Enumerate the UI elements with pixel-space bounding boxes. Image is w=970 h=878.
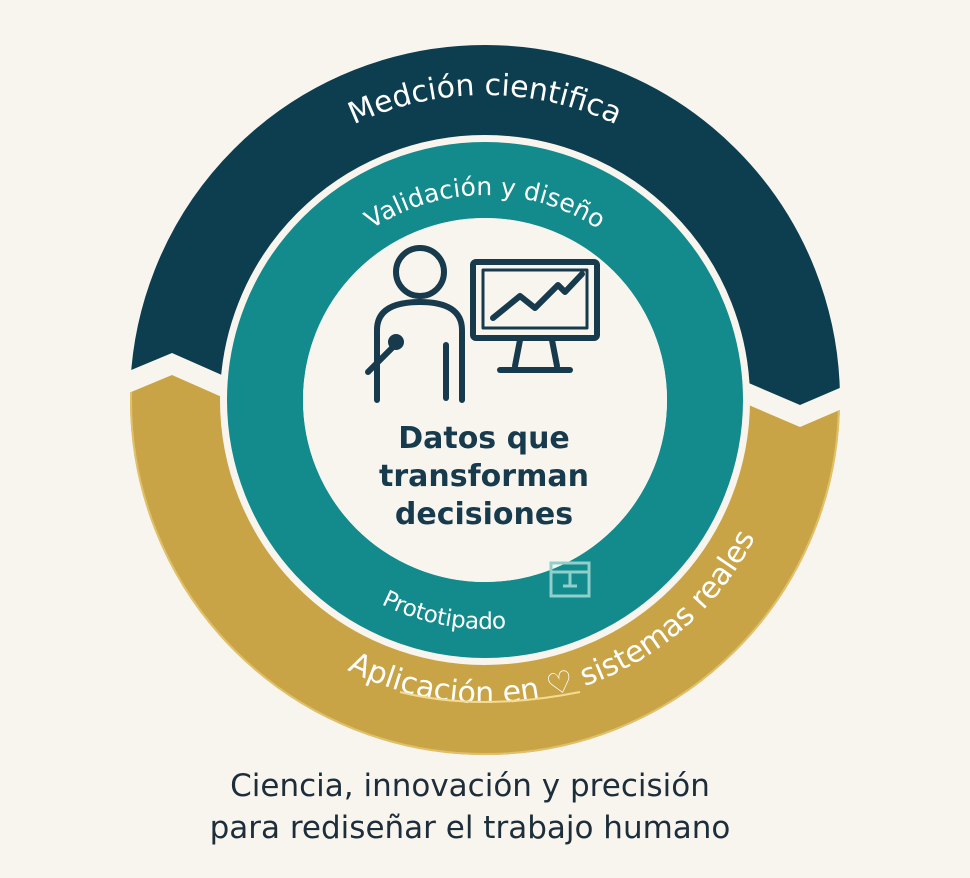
center-line-2: transforman	[379, 459, 589, 494]
center-line-1: Datos que	[398, 421, 570, 456]
caption-line-2: para rediseñar el trabajo humano	[209, 810, 731, 846]
prototype-box-icon	[549, 561, 591, 598]
presenter-chart-icon	[365, 245, 600, 403]
inner-ring-teal	[227, 142, 743, 658]
underline-swoosh	[399, 691, 581, 703]
center-line-3: decisiones	[395, 497, 573, 532]
caption-line-1: Ciencia, innovación y precisión	[230, 768, 710, 804]
